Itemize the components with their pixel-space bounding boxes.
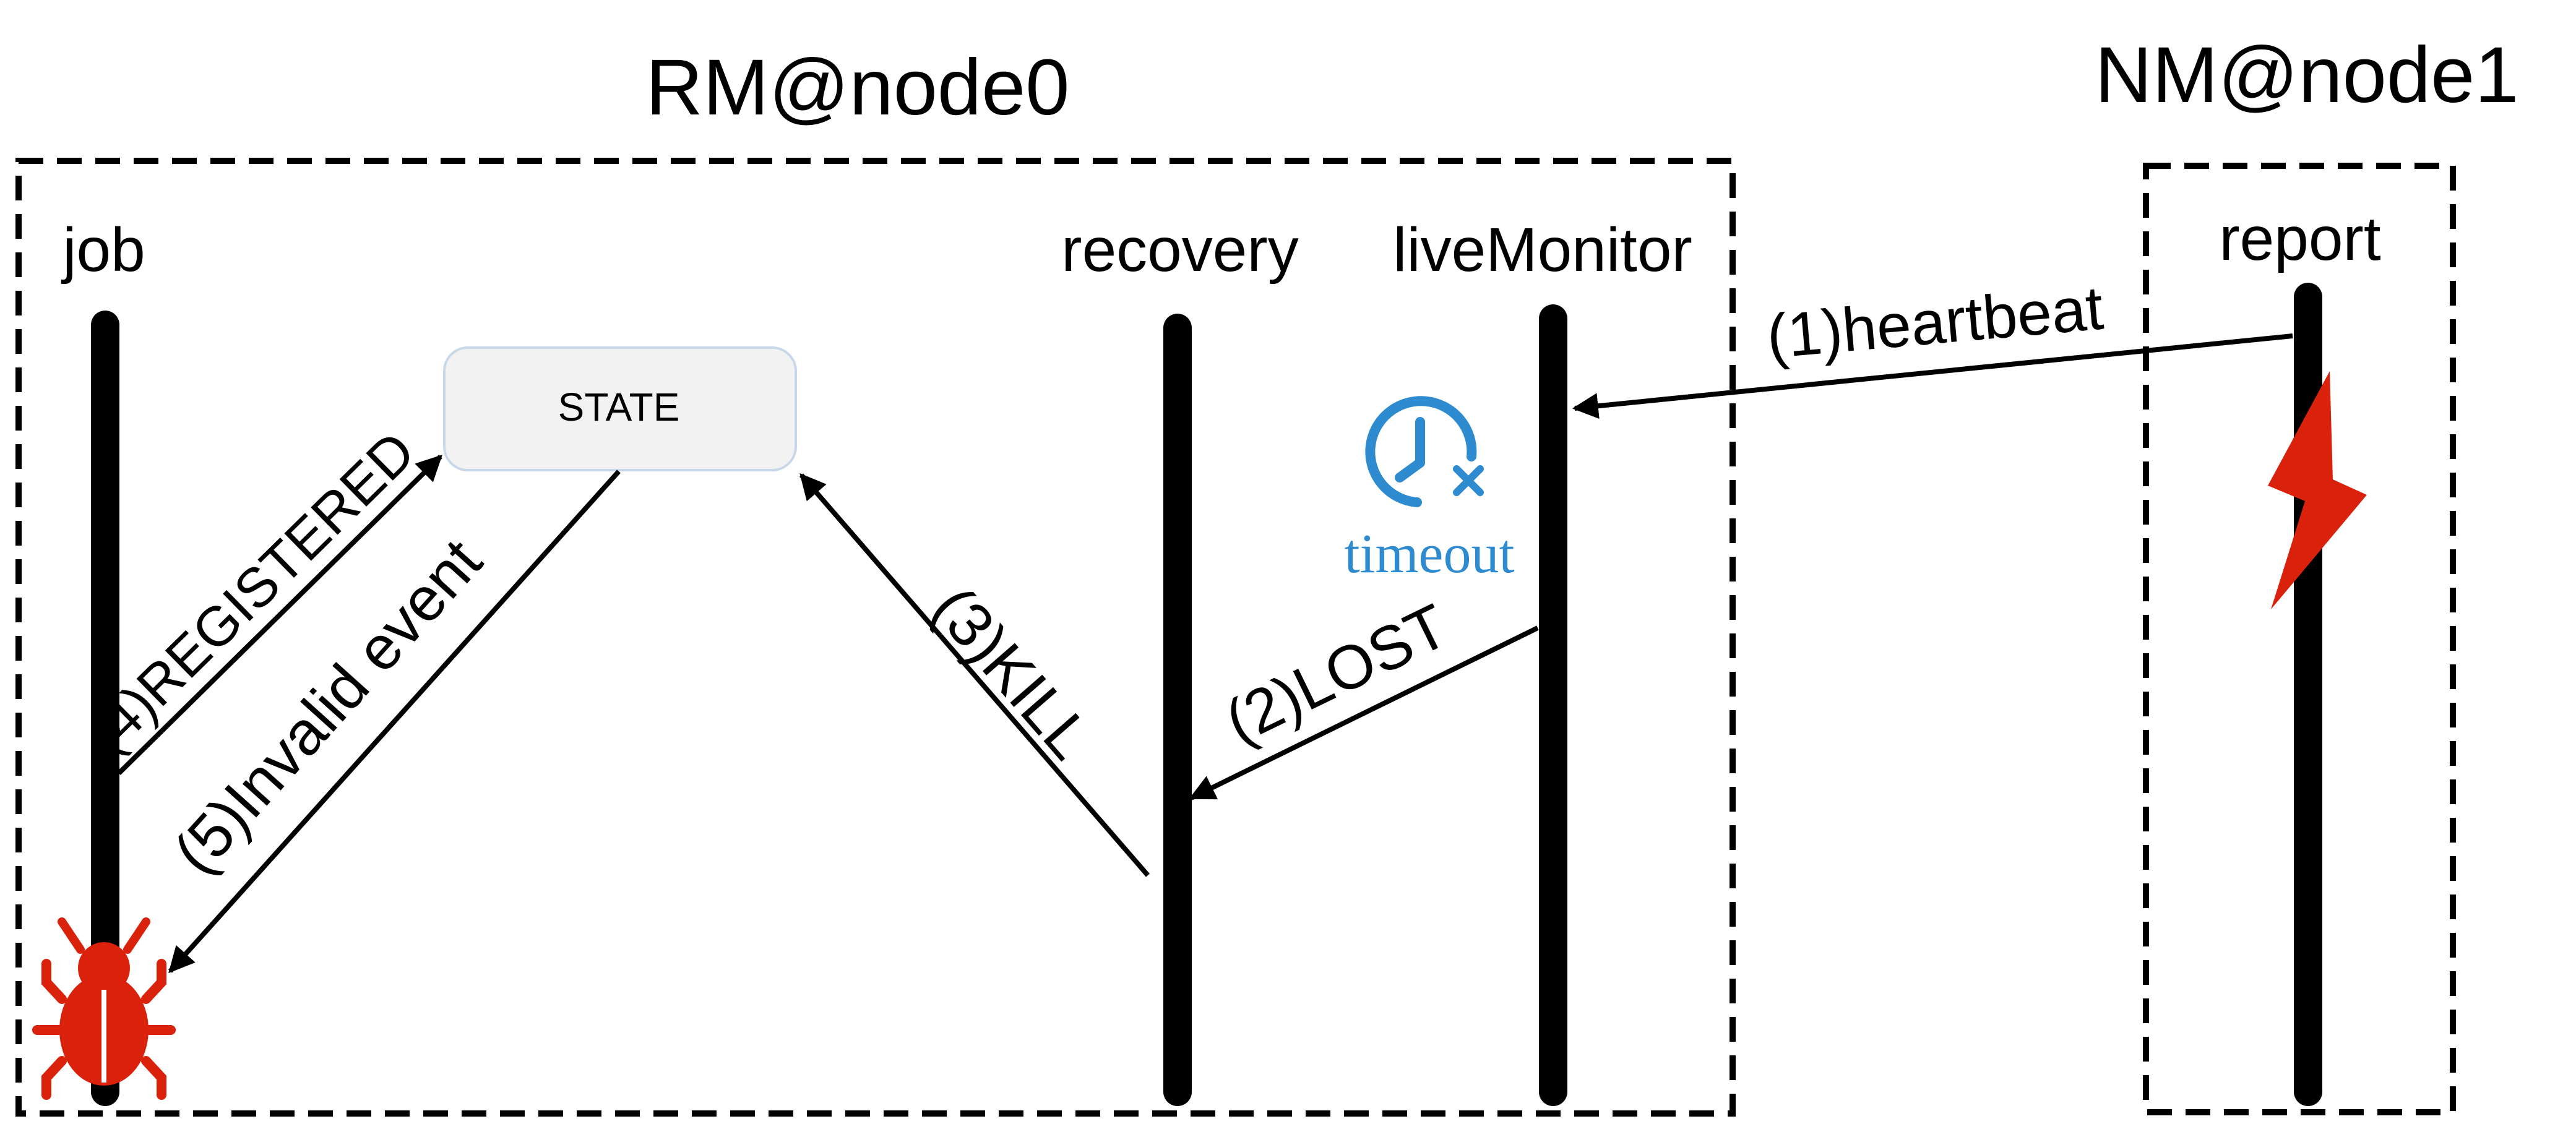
registered-label: (4)REGISTERED <box>77 420 427 766</box>
heartbeat-arrow <box>1572 333 2293 419</box>
lost-label: (2)LOST <box>1215 591 1458 757</box>
nm-node-box <box>2143 163 2456 1115</box>
invalid-event-label: (5)Invalid event <box>160 526 495 887</box>
state-label: STATE <box>558 385 680 429</box>
lost-arrow <box>1189 625 1539 800</box>
lifeline-livemonitor-label: liveMonitor <box>1393 215 1692 285</box>
clock-timeout-icon <box>1365 396 1484 507</box>
lifeline-job-label: job <box>61 215 145 285</box>
rm-node-title: RM@node0 <box>646 43 1070 132</box>
lightning-icon <box>2268 371 2367 609</box>
registered-arrow <box>117 455 442 775</box>
timeout-label: timeout <box>1345 523 1515 585</box>
heartbeat-label: (1)heartbeat <box>1764 273 2106 372</box>
nm-node-title: NM@node1 <box>2095 31 2519 119</box>
kill-arrow <box>799 473 1150 877</box>
invalid-event-arrow <box>168 470 621 974</box>
state-box <box>443 346 797 471</box>
lifeline-recovery-label: recovery <box>1061 215 1298 285</box>
bug-icon <box>32 917 176 1100</box>
kill-label: (3)KILL <box>920 573 1105 772</box>
lifeline-report-label: report <box>2219 204 2380 273</box>
rm-node-box <box>15 158 1736 1117</box>
